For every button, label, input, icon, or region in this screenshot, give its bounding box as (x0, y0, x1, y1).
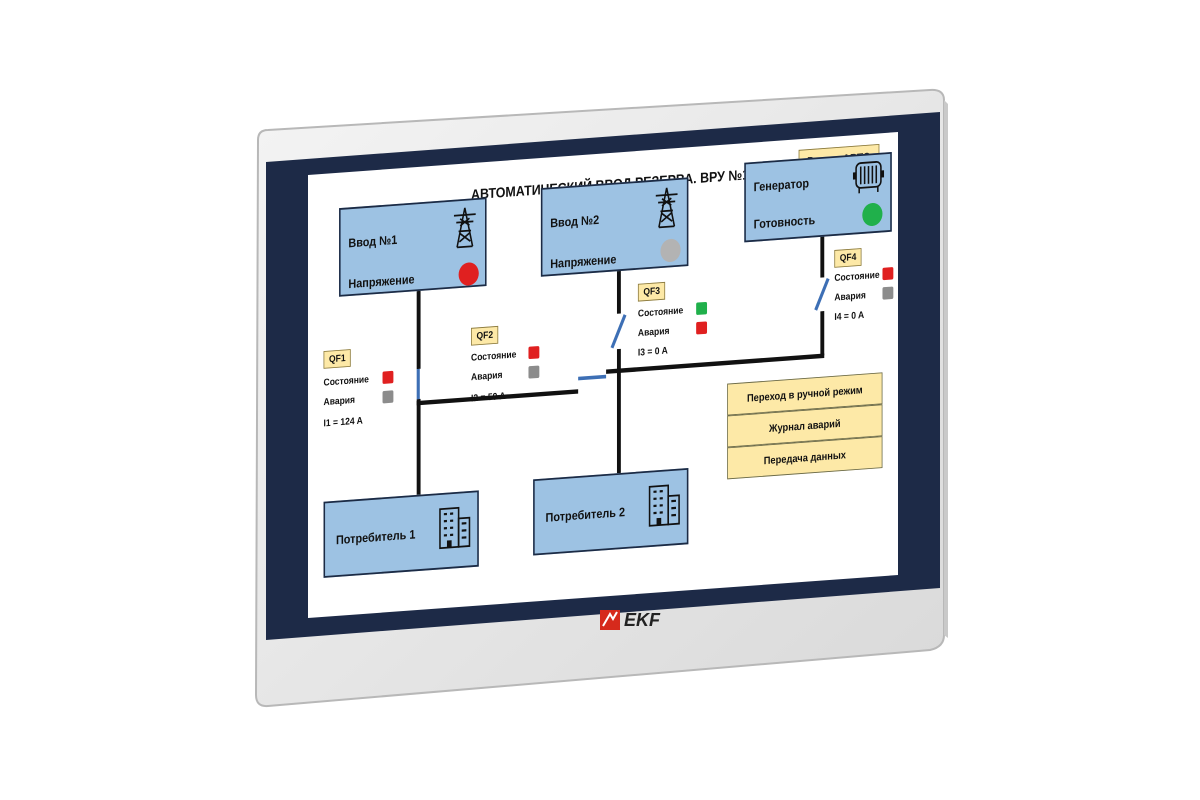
qf2-state-label: Состояние (471, 349, 517, 364)
qf3-label: QF3 (637, 281, 666, 302)
input1-box[interactable]: Ввод №1 Напряжение (339, 197, 487, 297)
qf3-alarm-indicator (696, 321, 708, 335)
qf3-state-indicator (696, 301, 708, 316)
input1-voltage-lamp (458, 261, 479, 287)
qf4-state-indicator (882, 267, 894, 281)
qf3-alarm-label: Авария (637, 325, 670, 339)
building-icon (439, 506, 471, 550)
qf4-alarm-label: Авария (834, 290, 866, 304)
qf1-state-indicator (382, 370, 394, 384)
power-tower-icon (655, 187, 678, 229)
qf1-current: I1 = 124 A (323, 415, 363, 430)
input2-box[interactable]: Ввод №2 Напряжение (540, 177, 689, 277)
consumer2-name: Потребитель 2 (545, 504, 626, 525)
brand-logo: EKF (600, 608, 660, 632)
consumer1-box[interactable]: Потребитель 1 (323, 490, 479, 578)
qf1-contact[interactable] (416, 368, 420, 400)
input2-status-label: Напряжение (550, 251, 617, 271)
wire-generator (820, 234, 825, 278)
qf3-contact[interactable] (610, 314, 627, 349)
generator-icon (852, 161, 885, 194)
input1-status-label: Напряжение (348, 271, 415, 291)
generator-box[interactable]: Генератор Готовность (744, 151, 892, 243)
qf4-label: QF4 (834, 248, 862, 268)
generator-name: Генератор (753, 175, 810, 194)
wire-input2 (616, 269, 621, 314)
qf4-alarm-indicator (882, 286, 894, 300)
generator-ready-lamp (862, 202, 883, 227)
qf2-label: QF2 (471, 325, 499, 346)
qf3-state-label: Состояние (637, 305, 684, 320)
consumer2-box[interactable]: Потребитель 2 (533, 468, 689, 556)
generator-status-label: Готовность (753, 212, 816, 232)
qf2-contact[interactable] (578, 374, 607, 381)
input2-name: Ввод №2 (550, 212, 600, 230)
consumer1-name: Потребитель 1 (335, 526, 416, 547)
qf2-current: I2 = 59 A (471, 390, 506, 405)
qf1-alarm-label: Авария (323, 394, 356, 408)
qf2-state-indicator (528, 345, 540, 360)
wire-input1-lower (416, 398, 421, 495)
brand-logo-mark-icon (600, 610, 620, 630)
input2-voltage-lamp (660, 238, 681, 263)
brand-logo-text: EKF (624, 609, 660, 630)
qf1-state-label: Состояние (323, 374, 369, 389)
qf2-alarm-label: Авария (471, 369, 503, 383)
wire-generator-lower (820, 311, 825, 356)
building-icon (648, 484, 680, 527)
hmi-screen: АВТОМАТИЧЕСКИЙ ВВОД РЕЗЕРВА. ВРУ №1477 Р… (308, 132, 898, 618)
qf4-current: I4 = 0 A (834, 309, 865, 323)
qf1-alarm-indicator (382, 390, 394, 404)
qf4-state-label: Состояние (834, 269, 880, 284)
qf4-contact[interactable] (814, 278, 830, 311)
qf3-current: I3 = 0 A (637, 345, 668, 359)
power-tower-icon (453, 207, 476, 249)
qf2-alarm-indicator (528, 365, 540, 379)
wire-input1 (416, 290, 421, 370)
qf1-label: QF1 (323, 349, 352, 369)
input1-name: Ввод №1 (348, 232, 398, 251)
